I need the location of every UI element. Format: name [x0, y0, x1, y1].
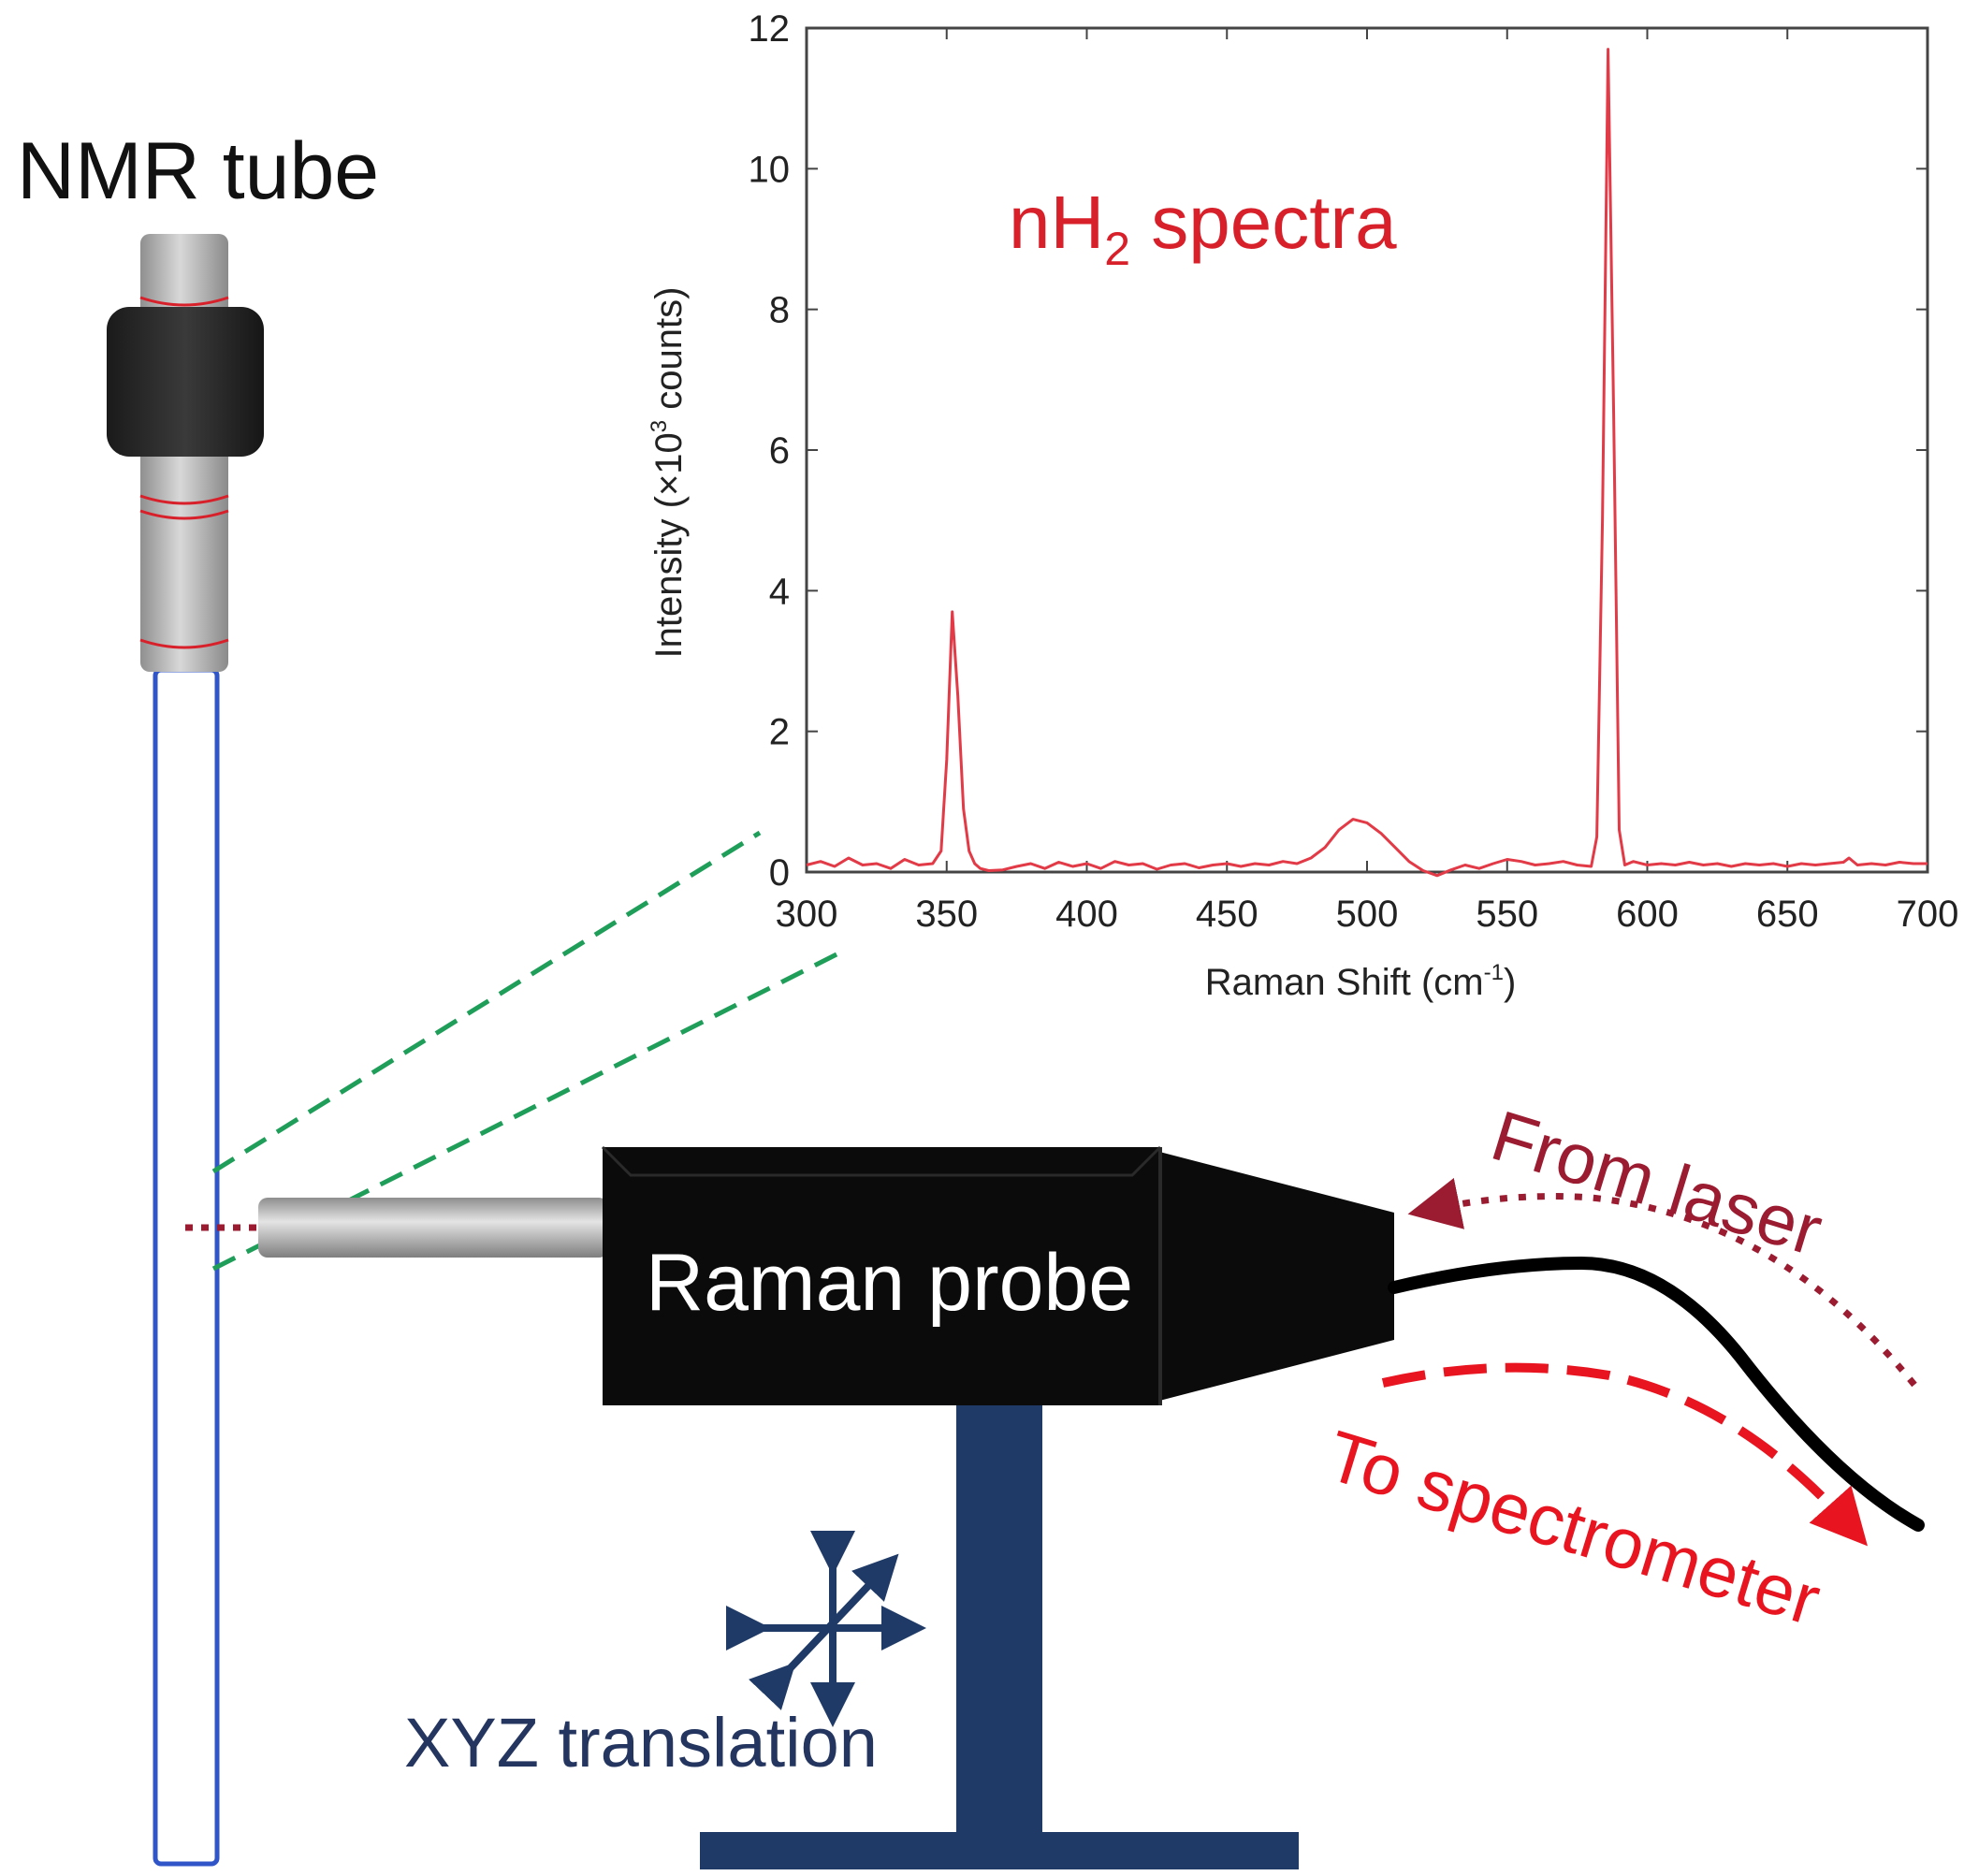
- probe-rod: [258, 1198, 608, 1258]
- x-axis-ticks: 300 350 400 450 500 550 600 650 700: [776, 28, 1959, 935]
- y-tick-label: 6: [769, 430, 790, 472]
- x-axis-label: Raman Shift (cm-1): [1205, 960, 1517, 1003]
- fiber-cable: [1388, 1256, 1925, 1532]
- probe-stand: [700, 1399, 1299, 1869]
- nmr-tube-glass: [153, 667, 220, 1867]
- y-axis-ticks: 0 2 4 6 8 10 12: [749, 8, 1928, 894]
- y-tick-label: 4: [769, 571, 790, 612]
- nmr-tube-ring: [139, 296, 229, 307]
- y-tick-label: 10: [749, 149, 791, 190]
- nmr-tube-ring: [139, 509, 229, 520]
- nmr-tube-ring: [139, 638, 229, 649]
- x-tick-label: 600: [1616, 894, 1679, 935]
- x-tick-label: 300: [776, 894, 838, 935]
- stand-base: [700, 1832, 1299, 1869]
- y-tick-label: 12: [749, 8, 791, 50]
- y-tick-label: 0: [769, 852, 790, 894]
- zoom-line-upper: [211, 830, 762, 1174]
- nmr-tube-cap: [107, 307, 264, 457]
- raman-probe-label: Raman probe: [646, 1238, 1134, 1328]
- from-laser-arrow: [1407, 1177, 1917, 1388]
- nmr-tube-ring: [139, 494, 229, 505]
- spectrum-series-line: [806, 48, 1928, 878]
- y-tick-label: 8: [769, 290, 790, 331]
- xyz-arrows-icon: [726, 1531, 926, 1727]
- nmr-tube: [107, 234, 264, 1867]
- x-tick-label: 400: [1055, 894, 1118, 935]
- to-spectrometer-arrow: [1381, 1362, 1868, 1547]
- probe-body: [603, 1147, 1160, 1405]
- xyz-translation-label: XYZ translation: [404, 1704, 878, 1781]
- stand-post: [956, 1399, 1042, 1844]
- x-tick-label: 350: [915, 894, 978, 935]
- nmr-tube-label: NMR tube: [17, 126, 380, 216]
- y-axis-label: Intensity (×103 counts): [647, 287, 690, 659]
- spectrum-title: nH2 spectra: [1009, 181, 1397, 275]
- raman-probe: [258, 1145, 1394, 1405]
- plot-frame: [805, 26, 1929, 874]
- x-tick-label: 650: [1756, 894, 1819, 935]
- probe-nose: [1142, 1147, 1394, 1405]
- x-tick-label: 700: [1897, 894, 1959, 935]
- x-tick-label: 450: [1196, 894, 1258, 935]
- x-tick-label: 500: [1336, 894, 1399, 935]
- x-tick-label: 550: [1476, 894, 1538, 935]
- y-tick-label: 2: [769, 712, 790, 753]
- spectrum-chart: 300 350 400 450 500 550 600 650 700 0 2 4 6 8 10 12 Ra…: [647, 8, 1958, 1003]
